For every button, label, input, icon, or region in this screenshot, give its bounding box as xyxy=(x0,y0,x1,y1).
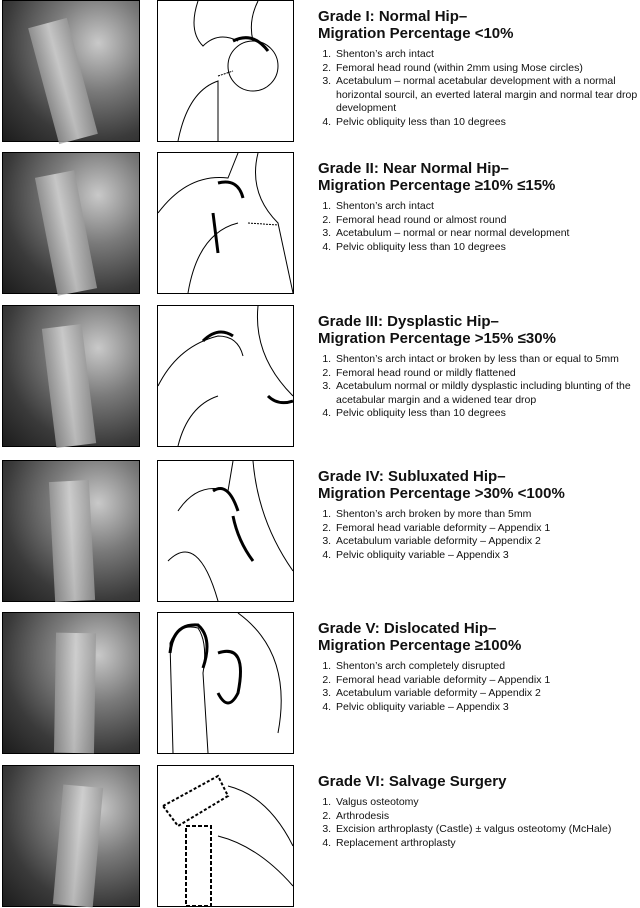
criterion-item: Femoral head round or almost round xyxy=(334,214,638,228)
grade-description: Grade I: Normal Hip–Migration Percentage… xyxy=(318,8,638,130)
criteria-list: Shenton’s arch intactFemoral head round … xyxy=(318,200,638,254)
criteria-list: Shenton’s arch broken by more than 5mmFe… xyxy=(318,508,638,562)
criterion-item: Shenton’s arch intact or broken by less … xyxy=(334,353,638,367)
grade-description: Grade VI: Salvage Surgery Valgus osteoto… xyxy=(318,773,638,850)
criterion-item: Replacement arthroplasty xyxy=(334,837,638,851)
criterion-item: Femoral head round or mildly flattened xyxy=(334,367,638,381)
grade-row: Grade III: Dysplastic Hip–Migration Perc… xyxy=(0,305,640,448)
grade-title-line2: Migration Percentage ≥10% ≤15% xyxy=(318,177,556,194)
xray-image xyxy=(2,0,140,145)
grade-title-line1: Grade II: Near Normal Hip– xyxy=(318,160,509,177)
hip-line-drawing xyxy=(157,460,294,602)
grade-title-line1: Grade I: Normal Hip– xyxy=(318,8,468,25)
criterion-item: Pelvic obliquity less than 10 degrees xyxy=(334,116,638,130)
grade-title-line2: Migration Percentage >15% ≤30% xyxy=(318,330,556,347)
criteria-list: Shenton’s arch completely disruptedFemor… xyxy=(318,660,638,714)
criterion-item: Acetabulum variable deformity – Appendix… xyxy=(334,687,638,701)
criterion-item: Acetabulum – normal acetabular developme… xyxy=(334,75,638,116)
criterion-item: Shenton’s arch completely disrupted xyxy=(334,660,638,674)
grade-title: Grade II: Near Normal Hip–Migration Perc… xyxy=(318,160,638,194)
grade-title: Grade V: Dislocated Hip–Migration Percen… xyxy=(318,620,638,654)
criterion-item: Shenton’s arch intact xyxy=(334,48,638,62)
criterion-item: Femoral head variable deformity – Append… xyxy=(334,522,638,536)
grade-row: Grade IV: Subluxated Hip–Migration Perce… xyxy=(0,460,640,603)
hip-line-drawing xyxy=(157,152,294,294)
criterion-item: Excision arthroplasty (Castle) ± valgus … xyxy=(334,823,638,837)
grade-title-line2: Migration Percentage <10% xyxy=(318,25,514,42)
criterion-item: Acetabulum – normal or near normal devel… xyxy=(334,227,638,241)
grade-title: Grade I: Normal Hip–Migration Percentage… xyxy=(318,8,638,42)
criteria-list: Valgus osteotomyArthrodesisExcision arth… xyxy=(318,796,638,850)
criterion-item: Femoral head round (within 2mm using Mos… xyxy=(334,62,638,76)
criterion-item: Acetabulum variable deformity – Appendix… xyxy=(334,535,638,549)
criterion-item: Arthrodesis xyxy=(334,810,638,824)
xray-image xyxy=(2,765,140,908)
hip-line-drawing xyxy=(157,612,294,754)
grade-title-line1: Grade V: Dislocated Hip– xyxy=(318,620,497,637)
grade-title: Grade VI: Salvage Surgery xyxy=(318,773,638,790)
grade-title-line1: Grade III: Dysplastic Hip– xyxy=(318,313,499,330)
hip-line-drawing xyxy=(157,305,294,447)
criteria-list: Shenton’s arch intactFemoral head round … xyxy=(318,48,638,130)
grade-title: Grade III: Dysplastic Hip–Migration Perc… xyxy=(318,313,638,347)
xray-image xyxy=(2,612,140,754)
grade-title: Grade IV: Subluxated Hip–Migration Perce… xyxy=(318,468,638,502)
criterion-item: Pelvic obliquity variable – Appendix 3 xyxy=(334,549,638,563)
criterion-item: Femoral head variable deformity – Append… xyxy=(334,674,638,688)
criterion-item: Pelvic obliquity less than 10 degrees xyxy=(334,407,638,421)
criterion-item: Pelvic obliquity less than 10 degrees xyxy=(334,241,638,255)
grade-title-line2: Migration Percentage ≥100% xyxy=(318,637,522,654)
criterion-item: Acetabulum normal or mildly dysplastic i… xyxy=(334,380,638,407)
xray-image xyxy=(2,305,140,448)
grade-row: Grade VI: Salvage Surgery Valgus osteoto… xyxy=(0,765,640,908)
grade-description: Grade III: Dysplastic Hip–Migration Perc… xyxy=(318,313,638,421)
criterion-item: Shenton’s arch broken by more than 5mm xyxy=(334,508,638,522)
grade-title-line1: Grade IV: Subluxated Hip– xyxy=(318,468,506,485)
grade-row: Grade V: Dislocated Hip–Migration Percen… xyxy=(0,612,640,755)
grade-row: Grade II: Near Normal Hip–Migration Perc… xyxy=(0,152,640,296)
xray-image xyxy=(2,460,140,602)
criterion-item: Pelvic obliquity variable – Appendix 3 xyxy=(334,701,638,715)
hip-line-drawing xyxy=(157,765,294,907)
grade-description: Grade II: Near Normal Hip–Migration Perc… xyxy=(318,160,638,254)
grade-description: Grade V: Dislocated Hip–Migration Percen… xyxy=(318,620,638,714)
grade-title-line1: Grade VI: Salvage Surgery xyxy=(318,773,507,790)
grade-description: Grade IV: Subluxated Hip–Migration Perce… xyxy=(318,468,638,562)
grade-row: Grade I: Normal Hip–Migration Percentage… xyxy=(0,0,640,145)
grade-title-line2: Migration Percentage >30% <100% xyxy=(318,485,565,502)
criteria-list: Shenton’s arch intact or broken by less … xyxy=(318,353,638,421)
hip-line-drawing xyxy=(157,0,294,142)
xray-image xyxy=(2,152,140,296)
criterion-item: Valgus osteotomy xyxy=(334,796,638,810)
criterion-item: Shenton’s arch intact xyxy=(334,200,638,214)
